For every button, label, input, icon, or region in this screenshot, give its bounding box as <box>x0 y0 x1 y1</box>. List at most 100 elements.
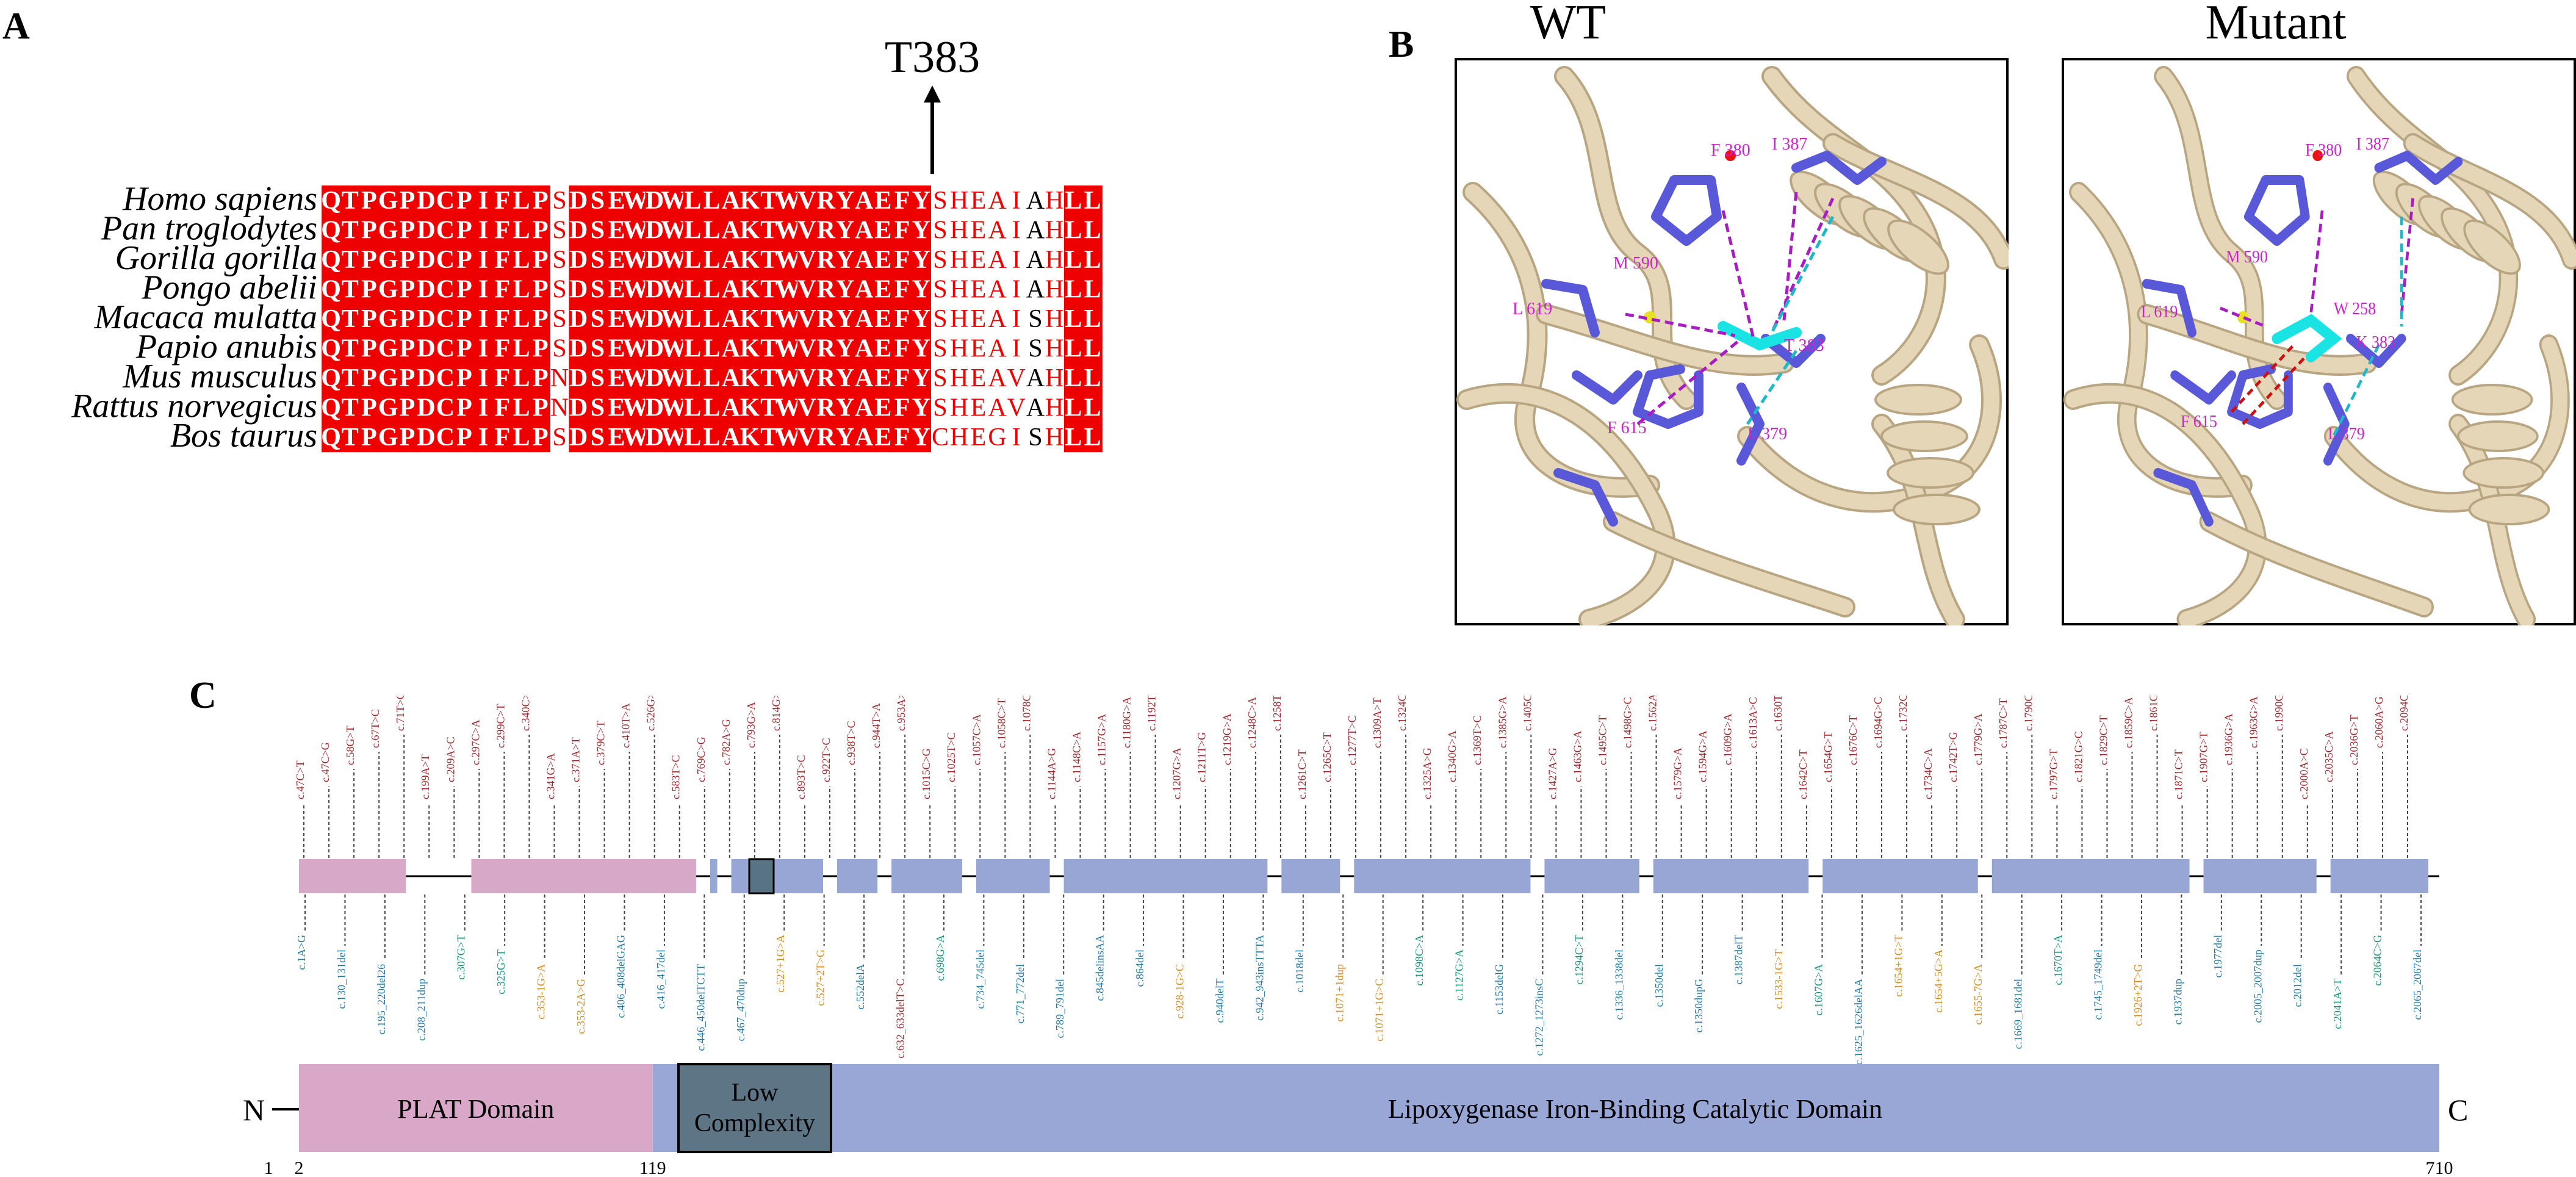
residue-cell <box>512 185 531 216</box>
residue-letter: P <box>533 217 549 245</box>
hbond-line <box>2332 344 2380 437</box>
residue-cell <box>359 245 380 275</box>
residue-letter: V <box>1007 394 1026 422</box>
missense-variant-label: c.1405C>T <box>1521 696 1533 731</box>
residue-cell <box>322 363 341 394</box>
residue-letter: L <box>1065 246 1082 274</box>
residue-letter: I <box>1012 276 1021 304</box>
contact-line <box>2309 210 2324 315</box>
residue-letter: V <box>1007 364 1026 392</box>
residue-cell <box>607 392 627 423</box>
variant-label-bottom: c.771_772del <box>1014 964 1026 1023</box>
residue-letter: P <box>533 246 549 274</box>
residue-cell <box>626 274 646 304</box>
residue-letter: I <box>478 246 488 274</box>
residue-cell <box>359 185 380 216</box>
residue-letter: D <box>646 276 664 304</box>
residue-cell <box>854 422 874 453</box>
residue-cell <box>778 422 798 453</box>
focal-residue-stick <box>1718 321 1802 351</box>
residue-cell <box>397 333 417 364</box>
residue-letter: S <box>1028 423 1042 452</box>
residue-cell <box>816 363 836 394</box>
missense-variant-label: c.71T>C <box>394 696 406 731</box>
residue-cell <box>893 333 912 364</box>
residue-cell <box>740 245 760 275</box>
residue-cell <box>683 363 703 394</box>
residue-cell <box>340 333 360 364</box>
residue-letter: A <box>855 423 874 452</box>
residue-letter: F <box>894 364 910 392</box>
residue-letter: T <box>342 394 359 422</box>
residue-letter: P <box>456 246 472 274</box>
residue-letter: I <box>478 394 488 422</box>
residue-cell <box>816 422 836 453</box>
catalytic-domain-label: Lipoxygenase Iron-Binding Catalytic Doma… <box>1388 1094 1882 1124</box>
residue-cell <box>873 304 893 334</box>
residue-letter: F <box>495 217 511 245</box>
residue-letter: T <box>760 246 777 274</box>
residue-letter: D <box>646 217 664 245</box>
residue-cell <box>359 333 380 364</box>
residue-letter: E <box>874 246 891 274</box>
residue-letter: D <box>569 364 588 392</box>
helix-turn <box>1893 494 1981 525</box>
residue-letter: E <box>874 276 891 304</box>
residue-letter: H <box>950 276 968 304</box>
residue-letter: S <box>591 276 605 304</box>
residue-letter: L <box>513 394 530 422</box>
variant-label-bottom: c.195_220del26 <box>375 964 387 1034</box>
residue-letter: A <box>1026 187 1045 215</box>
residue-cell <box>1063 274 1084 304</box>
residue-letter: I <box>1012 187 1021 215</box>
residue-cell <box>912 422 931 453</box>
residue-cell <box>835 185 855 216</box>
residue-letter: D <box>569 187 588 215</box>
residue-cell <box>893 274 912 304</box>
residue-letter: W <box>775 217 801 245</box>
residue-cell <box>645 245 665 275</box>
residue-letter: W <box>623 364 649 392</box>
variant-label-bottom: c.1294C>T <box>1573 935 1585 985</box>
helix-turn <box>1887 219 1949 275</box>
residue-letter: F <box>495 423 511 452</box>
residue-letter: W <box>775 305 801 333</box>
residue-letter: S <box>591 423 605 452</box>
species-name: Bos taurus <box>170 417 317 455</box>
residue-cell <box>512 392 531 423</box>
residue-cell <box>721 392 741 423</box>
residue-letter: A <box>722 187 741 215</box>
residue-cell <box>455 185 475 216</box>
residue-cell <box>683 274 703 304</box>
variant-label-bottom: c.1654+5G>A <box>1932 949 1945 1013</box>
residue-cell <box>759 363 779 394</box>
residue-cell <box>397 422 417 453</box>
residue-cell <box>322 392 341 423</box>
n-terminus-label: N <box>243 1093 265 1127</box>
residue-letter: Y <box>836 246 854 274</box>
residue-letter: G <box>378 423 398 452</box>
residue-letter: L <box>513 276 530 304</box>
missense-variant-label: c.297C>A <box>469 719 481 765</box>
residue-cell <box>512 245 531 275</box>
residue-cell <box>417 185 436 216</box>
residue-cell <box>1083 274 1103 304</box>
residue-cell <box>912 304 931 334</box>
residue-letter: P <box>456 187 472 215</box>
residue-cell <box>664 422 684 453</box>
residue-letter: D <box>569 276 588 304</box>
residue-letter: G <box>378 305 398 333</box>
contact-line <box>1625 312 1736 337</box>
protein-ribbon-fill <box>1605 514 1853 615</box>
residue-cell <box>531 215 550 245</box>
residue-letter: D <box>569 394 588 422</box>
residue-letter: F <box>894 394 910 422</box>
residue-letter: E <box>608 335 625 363</box>
residue-letter: P <box>533 394 549 422</box>
missense-variant-label: c.769C>G <box>695 736 707 782</box>
residue-letter: W <box>623 335 649 363</box>
residue-cell <box>626 304 646 334</box>
residue-letter: S <box>552 187 566 215</box>
residue-cell <box>778 363 798 394</box>
residue-cell <box>873 363 893 394</box>
